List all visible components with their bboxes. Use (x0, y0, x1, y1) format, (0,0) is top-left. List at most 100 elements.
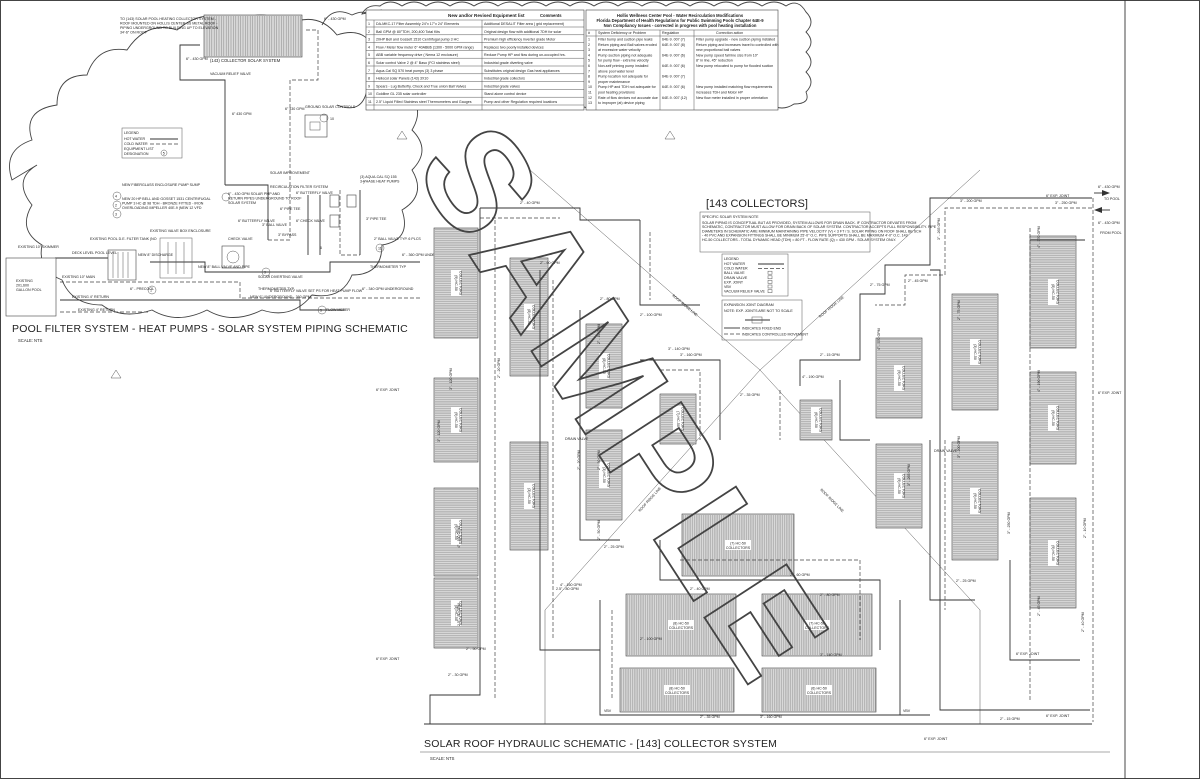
solar-note-body: SCHEMATIC, CONTRACTOR MUST ALLOW FOR DRA… (702, 225, 937, 229)
schematic-label: SOLAR IMPROVEMENT (270, 171, 311, 175)
schematic-label: NEW FIBERGLASS ENCLOSURE PUMP SUMP (122, 183, 201, 187)
equip-row-comment: Stand alone control device (484, 92, 526, 96)
schematic-label: NEW 6" UNDERGROUND - 360 GPM (250, 295, 311, 299)
vbv-label: VBV (903, 709, 911, 713)
marker-circle-icon (147, 285, 157, 295)
collector-group-label: COLLECTORS (805, 626, 830, 630)
exp-joint-movement: INDICATES CONTROLLED MOVEMENT (742, 333, 809, 337)
marker-circle-icon (375, 243, 385, 253)
schematic-label: 6" BUTTERFLY VALVE (238, 219, 276, 223)
existing-pool (5, 257, 57, 317)
schematic-label: 6" - 360 GPM UNDERGROUND (402, 253, 454, 257)
marker-circle-icon (261, 267, 271, 277)
collector-group-label: COLLECTORS (669, 626, 694, 630)
equipment-list-table: New and/or Revised Equipment list Commen… (365, 9, 585, 111)
collector-group-label: COLLECTORS (819, 408, 823, 433)
mods-row-correction: increases TDH and Motor HP (696, 91, 743, 95)
collector-group-label: (3) HC-50 (527, 488, 531, 504)
equip-row-item: Spears - Lug Butterfly, Check and True u… (376, 84, 466, 88)
gpm-label: 2" - 40 GPM (1081, 612, 1085, 632)
mods-row-number: 8 (588, 75, 590, 79)
mods-row-problem: Rate of flow devices not accurate due (598, 96, 658, 100)
schematic-label: 4 (115, 195, 117, 199)
gpm-label: 2" - 45 GPM (908, 279, 928, 283)
equip-row-comment: Industrial grade valves (484, 84, 520, 88)
exp-joint-note: NOTE: EXP. JOINTS ARE NOT TO SCALE (724, 309, 793, 313)
revision-triangles (110, 130, 676, 379)
legend-item: EQUIPMENT LIST (124, 147, 155, 151)
collector-group-label: (7) HC-50 (676, 411, 680, 427)
collector-system-label: (143) COLLECTOR SOLAR SYSTEM (210, 58, 281, 63)
mods-row-correction: New pump installed matching flow require… (696, 85, 773, 89)
equip-row-item: Aqua-Cal SQ 570 heat pumps (3) 3 phase (376, 69, 443, 73)
equip-row-number: 3 (368, 38, 370, 42)
equip-row-comment: Premium high efficiency inverter grade M… (484, 38, 556, 42)
collector-group-label: (8) HC-50 (1051, 284, 1055, 300)
collector-group-label: COLLECTORS (807, 691, 832, 695)
mods-header-correction: Correction action (716, 31, 743, 35)
gpm-label: 2" - 40 GPM (690, 587, 710, 591)
mods-row-number: 4 (588, 53, 590, 57)
gpm-label: 4" - 370 GPM (877, 328, 881, 350)
mods-row-number: 6 (588, 64, 590, 68)
collector-group-label: (9) HC-50 (897, 370, 901, 386)
schematic-label: 7 (363, 181, 365, 185)
roof-legend-item: COLD WATER (724, 267, 748, 271)
gpm-label: 3" - 120 GPM (437, 420, 441, 442)
schematic-label: ROOF MOUNTED ON HOLLIS CENTER SS METAL R… (120, 22, 218, 26)
collector-group-label: (9) HC-50 (454, 275, 458, 291)
mods-row-regulation: 64E-9. 007 (8) (662, 43, 685, 47)
collector-group-label: (9) HC-50 (1051, 545, 1055, 561)
mods-row-correction: Return piping and increases travel to co… (696, 43, 779, 47)
schematic-label: PUMP 3 HC @ 98 TDH - BRONZE FITTED - IRO… (122, 202, 204, 206)
mods-row-correction: Filter pump upgrade - new suction piping… (696, 38, 775, 42)
schematic-label: RETURN PIPES UNDERGROUND TO ROOF (228, 197, 302, 201)
mods-row-number: 5 (588, 59, 590, 63)
gpm-label: 2" - 35 GPM (700, 715, 720, 719)
roof-legend-item: VBV (724, 285, 732, 289)
mods-header-num: # (588, 31, 590, 35)
mods-row-problem: proper maintenance (598, 80, 630, 84)
gpm-label: 2" - 10 GPM (1083, 518, 1087, 538)
schematic-label: 9 (264, 271, 266, 275)
equip-row-number: 7 (368, 69, 370, 73)
schematic-label: 5 (320, 309, 322, 313)
schematic-label: 3 (115, 213, 117, 217)
revision-triangle-icon (664, 130, 676, 140)
collector-group-label: COLLECTORS (665, 691, 690, 695)
mods-header-regulation: Regulation (662, 31, 679, 35)
schematic-label: TO (143) SOLAR POOL HEATING COLLECTOR SY… (120, 17, 217, 21)
equip-row-number: 4 (368, 45, 370, 49)
schematic-label: 3" BYPASS (278, 233, 297, 237)
roof-piping (429, 190, 1110, 725)
mods-row-number: 12 (588, 96, 592, 100)
equip-row-comment: Additional DESALIT Filter area ( grid re… (484, 22, 564, 26)
solar-note-box (699, 211, 871, 253)
mods-title-1: Hollis Wellness Center Pool - Water Reci… (617, 13, 744, 18)
collector-group-label: COLLECTORS (607, 354, 611, 379)
equip-row-number: 10 (368, 92, 372, 96)
mods-row-correction: New flow meter installed in proper orien… (696, 96, 768, 100)
mods-row-number: 2 (588, 43, 590, 47)
solar-note-title: SPECIFIC SOLAR SYSTEM NOTE (702, 215, 759, 219)
schematic-label: THERMOMETER TYP. (258, 287, 295, 291)
gpm-label: 2.5" - 80 GPM (556, 587, 579, 591)
exp-joint-label: 6" EXP. JOINT (1046, 714, 1070, 718)
schematic-label: 3" BALL VALVE (262, 223, 288, 227)
collector-group-label: (9) HC-50 (973, 493, 977, 509)
collector-group-label: (8) HC-50 (527, 309, 531, 325)
gpm-label: 2" - 25 GPM (956, 579, 976, 583)
schematic-label: EXISTING POOL D.E. FILTER TANK (NO (90, 237, 157, 241)
schematic-label: 6" - 430 GPM SOLAR PMP AND (228, 192, 280, 196)
exp-joint-fixed: INDICATES FIXED END (742, 327, 781, 331)
pool-filter-title: POOL FILTER SYSTEM - HEAT PUMPS - SOLAR … (12, 323, 408, 335)
equip-row-number: 2 (368, 30, 370, 34)
roof-ridge-line (759, 169, 981, 371)
schematic-label: SOLAR DIVERTING VALVE (258, 275, 303, 279)
